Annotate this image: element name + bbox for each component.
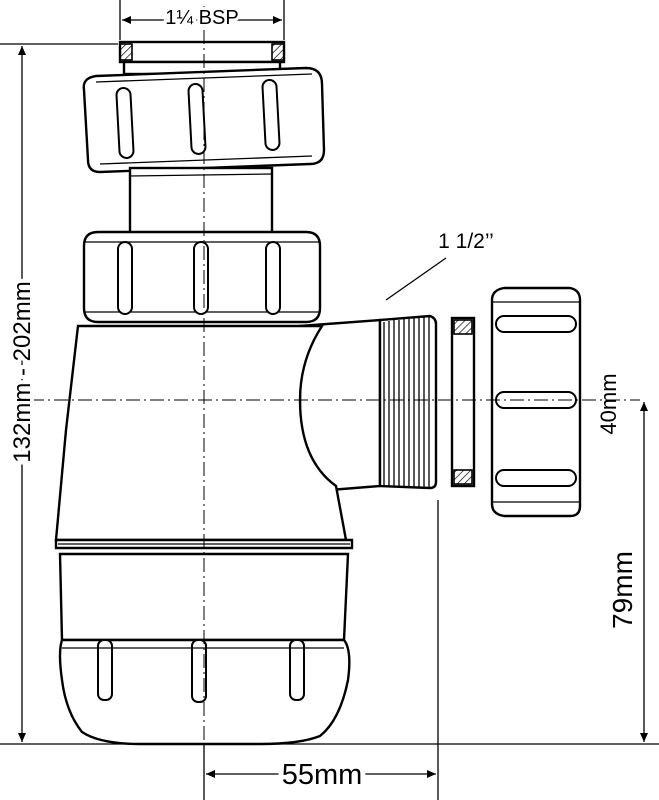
middle-nut (82, 230, 322, 324)
outlet-diameter-label: 40mm (596, 373, 621, 434)
outlet-height-label: 79mm (607, 551, 638, 629)
outlet-washer (450, 316, 476, 488)
trap-body (54, 324, 354, 550)
outlet-thread-label: 1 1/2’’ (438, 230, 494, 253)
dip-tube (128, 166, 274, 236)
top-thread-label: 1¼ BSP (165, 7, 238, 29)
bottle-cap (58, 552, 351, 746)
outlet-nut (490, 286, 582, 518)
outlet-thread (378, 314, 438, 490)
height-range-label: 132mm - 202mm (9, 281, 36, 462)
offset-label: 55mm (282, 759, 363, 791)
centerlines (30, 6, 640, 772)
